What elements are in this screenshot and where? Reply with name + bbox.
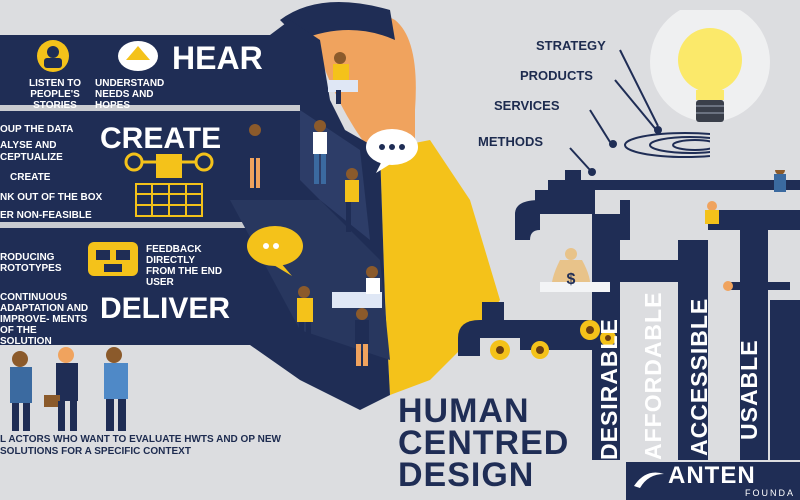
actors-text: L ACTORS WHO WANT TO EVALUATE HWTS AND O… bbox=[0, 434, 281, 457]
create-item-1: ALYSE AND bbox=[0, 140, 57, 151]
brainstorm-icon bbox=[124, 152, 214, 217]
create-item-5: ER NON-FEASIBLE bbox=[0, 210, 92, 221]
logo-swoosh-icon bbox=[634, 472, 664, 488]
level-products: PRODUCTS bbox=[520, 68, 593, 83]
deliver-title: DELIVER bbox=[100, 292, 231, 325]
actors-group-icon bbox=[10, 347, 128, 431]
deliver-continuous: CONTINUOUS ADAPTATION AND IMPROVE- MENTS… bbox=[0, 292, 89, 347]
lightbulb-icon bbox=[650, 10, 770, 122]
deliver-prototypes: RODUCING ROTOTYPES bbox=[0, 252, 62, 274]
foundation-logo bbox=[626, 462, 800, 500]
create-item-0: OUP THE DATA bbox=[0, 124, 74, 135]
level-methods: METHODS bbox=[478, 134, 543, 149]
pillar-desirable: DESIRABLE bbox=[596, 318, 622, 460]
person-sitting-icon bbox=[328, 52, 358, 104]
hcd-line-2: CENTRED bbox=[398, 424, 570, 462]
create-title: CREATE bbox=[100, 122, 222, 155]
listen-icon bbox=[37, 40, 69, 72]
logo-sub: FOUNDA bbox=[745, 488, 795, 498]
level-services: SERVICES bbox=[494, 98, 560, 113]
create-item-3: CREATE bbox=[10, 172, 51, 183]
hcd-title: HUMAN CENTRED DESIGN bbox=[398, 392, 570, 494]
pillar-affordable: AFFORDABLE bbox=[640, 291, 666, 460]
prototype-icon bbox=[88, 242, 138, 276]
hear-title: HEAR bbox=[172, 40, 263, 76]
create-item-2: CEPTUALIZE bbox=[0, 152, 63, 163]
level-lines bbox=[569, 49, 710, 176]
hcd-line-3: DESIGN bbox=[398, 456, 535, 494]
hear-item-listen: LISTEN TO PEOPLE'S STORIES bbox=[28, 78, 82, 111]
understand-icon bbox=[118, 41, 158, 71]
hear-item-understand: UNDERSTAND NEEDS AND HOPES bbox=[95, 78, 165, 111]
people-create-icon bbox=[248, 120, 359, 232]
people-deliver-icon bbox=[297, 266, 382, 366]
pillar-accessible: ACCESSIBLE bbox=[686, 297, 712, 456]
pipes-illustration: $ bbox=[458, 170, 800, 460]
money-symbol: $ bbox=[567, 271, 576, 288]
sunflower-decoration bbox=[490, 320, 616, 360]
create-item-4: NK OUT OF THE BOX bbox=[0, 192, 103, 203]
deliver-feedback: FEEDBACK DIRECTLY FROM THE END USER bbox=[146, 244, 223, 288]
speech-bubble-white-icon bbox=[366, 129, 418, 173]
pillar-usable: USABLE bbox=[736, 339, 762, 440]
level-strategy: STRATEGY bbox=[536, 38, 606, 53]
logo-name: ANTEN bbox=[668, 462, 756, 489]
speech-bubble-yellow-icon bbox=[247, 226, 303, 276]
hcd-line-1: HUMAN bbox=[398, 392, 530, 430]
